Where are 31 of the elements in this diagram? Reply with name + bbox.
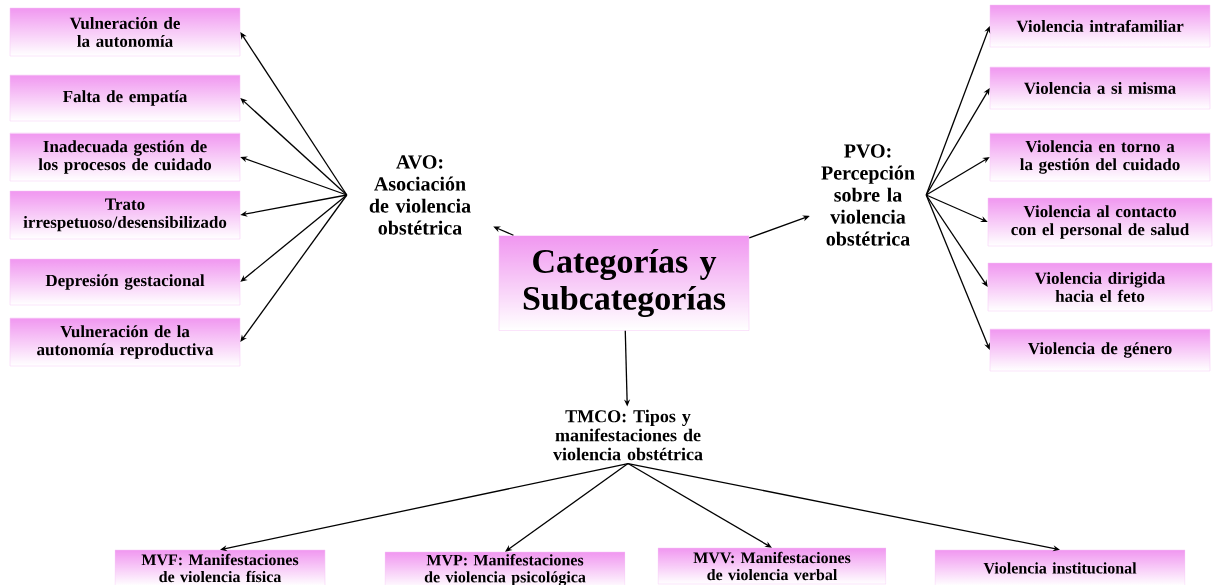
arrow xyxy=(627,462,772,548)
subcategory-box: Violencia en torno a la gestión del cuidado xyxy=(989,132,1211,182)
subcategory-box: Violencia a si misma xyxy=(989,66,1211,110)
category-label: AVO: Asociación de violencia obstétrica xyxy=(369,155,471,235)
arrow xyxy=(505,462,629,552)
title-box: Categorías y Subcategorías xyxy=(498,235,750,331)
arrow xyxy=(220,462,629,552)
subcategory-box: Falta de empatía xyxy=(9,74,241,122)
arrow xyxy=(240,194,348,342)
subcategory-box: MVP: Manifestaciones de violencia psicológica xyxy=(384,551,626,585)
subcategory-box: Depresión gestacional xyxy=(9,258,241,306)
arrow xyxy=(240,32,348,196)
subcategory-box: Vulneración de la autonomía reproductiva xyxy=(9,317,241,367)
subcategory-box: MVV: Manifestaciones de violencia verbal xyxy=(657,547,887,585)
subcategory-box: Trato irrespetuoso/desensibilizado xyxy=(9,190,241,240)
arrow xyxy=(240,194,348,282)
subcategory-box: Violencia dirigida hacia el feto xyxy=(987,262,1213,312)
category-label: PVO: Percepción sobre la violencia obstétrica xyxy=(821,144,915,246)
arrow xyxy=(240,98,348,196)
category-label: TMCO: Tipos y manifestaciones de violencia obstétrica xyxy=(553,409,703,461)
arrow xyxy=(925,194,990,350)
arrow xyxy=(925,88,990,196)
subcategory-box: MVF: Manifestaciones de violencia física xyxy=(114,549,326,585)
subcategory-box: Violencia al contacto con el personal de salud xyxy=(987,197,1213,247)
subcategory-box: Inadecuada gestión de los procesos de cuidado xyxy=(9,132,241,182)
subcategory-box: Vulneración de la autonomía xyxy=(9,7,241,57)
subcategory-box: Violencia intrafamiliar xyxy=(989,4,1211,48)
subcategory-box: Violencia de género xyxy=(989,328,1211,372)
arrow xyxy=(925,157,990,196)
subcategory-box: Violencia institucional xyxy=(934,549,1186,585)
arrow xyxy=(925,194,988,287)
